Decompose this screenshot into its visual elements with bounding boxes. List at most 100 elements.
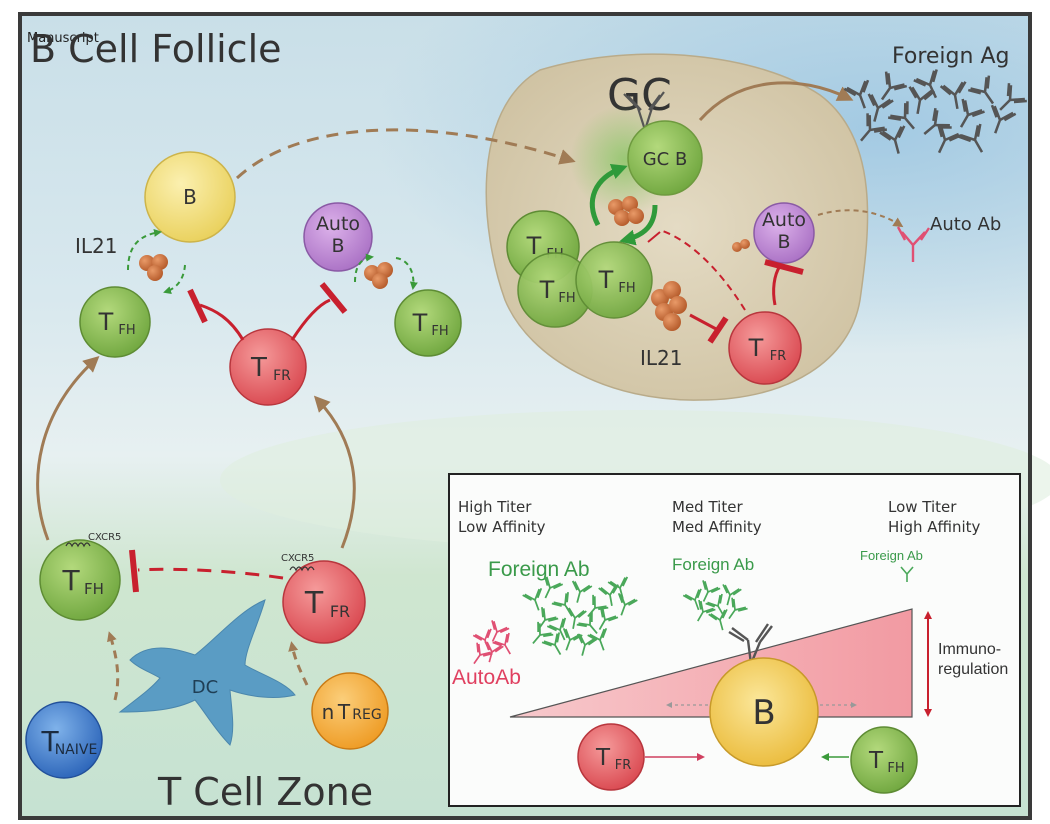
b-to-gc-dashed-arrow bbox=[235, 128, 576, 180]
follicle-il21-label: IL21 bbox=[75, 234, 118, 258]
gc-cytokines-top bbox=[608, 196, 644, 226]
svg-text:FH: FH bbox=[431, 324, 448, 339]
svg-text:T: T bbox=[250, 353, 267, 383]
foreign-ag-antibody bbox=[908, 86, 936, 115]
foreign-ab-large-cluster-icon bbox=[522, 575, 638, 656]
autoab-cluster-icon bbox=[472, 620, 511, 665]
foreign-ab-large bbox=[598, 607, 619, 630]
gc-inhibit-bar-autob-icon bbox=[764, 259, 804, 275]
svg-text:FH: FH bbox=[84, 580, 104, 598]
foreign-ab-med bbox=[722, 584, 742, 606]
tfr-inhibit-left-bar-icon bbox=[187, 288, 208, 324]
svg-text:FH: FH bbox=[558, 291, 575, 306]
tzone-inhibit-bar-icon bbox=[129, 549, 139, 593]
auto-ab-arrow-icon bbox=[817, 209, 904, 228]
foreign-ab-large bbox=[576, 611, 598, 634]
foreign-ab-large bbox=[598, 584, 619, 606]
gc-b-label: GC B bbox=[643, 149, 688, 170]
auto-ab-antibody-icon bbox=[896, 226, 930, 262]
foreign-ab-med bbox=[702, 580, 721, 602]
foreign-ag-antibody bbox=[879, 125, 906, 154]
ntreg-cell: n T REG bbox=[311, 672, 389, 750]
inset-med-affinity: Med Affinity bbox=[672, 518, 762, 536]
foreign-ag-antibody bbox=[937, 124, 962, 154]
inset-tfr-cell: T FR bbox=[577, 723, 645, 791]
follicle-tfh-cell-right: T FH bbox=[394, 289, 462, 357]
foreign-ag-antibody bbox=[958, 123, 984, 153]
foreign-ag-arrow-icon bbox=[698, 81, 854, 121]
inset-med-titer: Med Titer bbox=[672, 498, 743, 516]
svg-text:REG: REG bbox=[352, 707, 381, 723]
foreign-ag-antibody bbox=[990, 104, 1017, 134]
dc-label: DC bbox=[192, 677, 218, 698]
gc-cytokines-small bbox=[732, 239, 750, 252]
follicle-auto-b-cell: Auto B bbox=[303, 202, 373, 272]
foreign-ab-small-label: Foreign Ab bbox=[860, 548, 923, 563]
gc-auto-b-cell: Auto B bbox=[753, 202, 815, 264]
inset-panel: High Titer Low Affinity Med Titer Med Af… bbox=[448, 473, 1021, 807]
svg-text:T: T bbox=[539, 276, 555, 304]
foreign-ab-large bbox=[532, 621, 554, 644]
svg-text:Auto: Auto bbox=[762, 209, 806, 231]
autoab-antibody bbox=[492, 632, 511, 655]
auto-ab-label: Auto Ab bbox=[930, 214, 1001, 235]
svg-text:T: T bbox=[526, 232, 542, 260]
foreign-ab-large bbox=[566, 607, 587, 629]
gc-cycle-arrow-up-icon bbox=[589, 163, 628, 227]
gc-tfh-cell-3: T FH bbox=[575, 241, 653, 319]
svg-text:T: T bbox=[868, 748, 884, 774]
foreign-ag-antibody bbox=[867, 93, 894, 122]
svg-text:T: T bbox=[61, 564, 80, 597]
follicle-cytokines-right bbox=[364, 262, 393, 289]
gc-inhibit-bar-il21-icon bbox=[707, 316, 729, 344]
svg-text:FR: FR bbox=[615, 758, 632, 773]
foreign-ag-antibody bbox=[843, 79, 870, 109]
gc-tfh-cell-2: T FH bbox=[517, 252, 593, 328]
svg-text:T: T bbox=[98, 308, 114, 336]
svg-text:FR: FR bbox=[273, 368, 291, 384]
tzone-tfr-cell: T FR bbox=[282, 560, 366, 644]
svg-text:T: T bbox=[304, 586, 324, 621]
foreign-ag-antibody bbox=[923, 107, 952, 135]
foreign-ab-med-cluster-icon bbox=[682, 580, 748, 631]
dendritic-cell: DC bbox=[118, 599, 296, 746]
foreign-ag-antibody bbox=[860, 113, 888, 142]
foreign-ab-large bbox=[617, 593, 638, 616]
tfr-inhibit-left-line bbox=[199, 303, 245, 341]
svg-text:FR: FR bbox=[330, 602, 350, 621]
foreign-ag-antibodies-icon bbox=[843, 69, 1027, 154]
gc-cycle-arrow-down-icon bbox=[619, 204, 658, 246]
foreign-ab-large bbox=[576, 633, 598, 656]
foreign-ab-large bbox=[522, 588, 543, 611]
foreign-ab-small-icon bbox=[900, 566, 914, 582]
inset-b-label: B bbox=[752, 693, 775, 733]
foreign-ab-large bbox=[587, 628, 608, 651]
autoab-antibody bbox=[473, 642, 493, 665]
tzone-inhibit-dashed-line bbox=[137, 567, 284, 580]
cxcr5-right-label: CXCR5 bbox=[281, 553, 314, 564]
big-b-antibody-icon bbox=[728, 623, 773, 665]
cxcr5-receptor-right-icon bbox=[289, 566, 315, 572]
tfr-inhibit-right-bar-icon bbox=[319, 282, 348, 314]
foreign-ag-label: Foreign Ag bbox=[892, 44, 1009, 69]
svg-text:T: T bbox=[412, 309, 428, 337]
foreign-ab-large bbox=[546, 617, 567, 641]
svg-text:T: T bbox=[748, 334, 764, 362]
naive-to-tfh-arrow-icon bbox=[107, 631, 120, 701]
gc-b-antibody-icon bbox=[623, 91, 665, 131]
immuno-label-2: regulation bbox=[938, 661, 1008, 678]
svg-text:T: T bbox=[598, 266, 614, 294]
svg-text:B: B bbox=[777, 231, 790, 253]
tzone-tfh-cell: T FH bbox=[39, 539, 121, 621]
foreign-ab-med bbox=[728, 597, 748, 620]
tcell-zone-title: T Cell Zone bbox=[157, 770, 373, 814]
foreign-ab-med-label: Foreign Ab bbox=[672, 555, 754, 574]
follicle-tfh-cell: T FH bbox=[79, 286, 151, 358]
treg-to-tfr-arrow-icon bbox=[288, 641, 309, 686]
foreign-ag-antibody bbox=[967, 75, 995, 105]
follicle-cytokines-left bbox=[139, 254, 168, 281]
inset-tfh-cell: T FH bbox=[850, 726, 918, 794]
tfr-migration-arrow-icon bbox=[313, 395, 356, 549]
autoab-label: AutoAb bbox=[452, 666, 521, 689]
svg-text:FH: FH bbox=[618, 281, 635, 296]
